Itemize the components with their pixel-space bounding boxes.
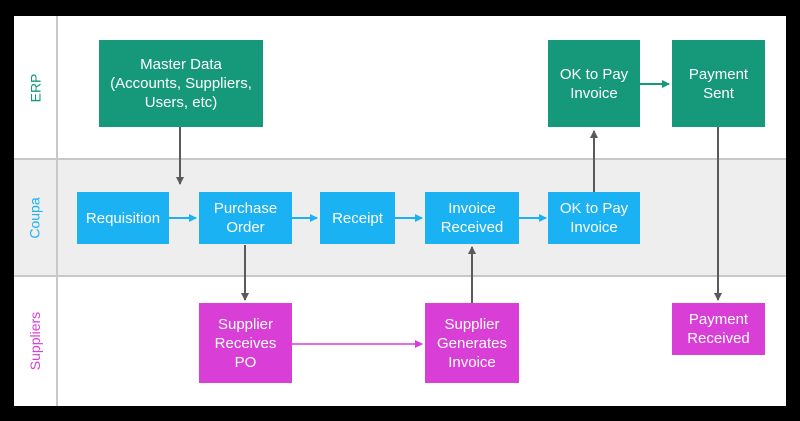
- node-payment-received: Payment Received: [672, 303, 765, 355]
- lane-divider: [14, 158, 786, 160]
- lane-suppliers: [14, 276, 786, 406]
- node-ok-to-pay-invoice-coupa: OK to Pay Invoice: [548, 192, 640, 244]
- node-supplier-receives-po: Supplier Receives PO: [199, 303, 292, 383]
- node-purchase-order: Purchase Order: [199, 192, 292, 244]
- node-receipt: Receipt: [320, 192, 395, 244]
- label-column-divider: [56, 16, 58, 406]
- node-supplier-generates-invoice: Supplier Generates Invoice: [425, 303, 519, 383]
- node-master-data: Master Data (Accounts, Suppliers, Users,…: [99, 40, 263, 127]
- node-ok-to-pay-invoice-erp: OK to Pay Invoice: [548, 40, 640, 127]
- swimlane-frame: ERP Coupa Suppliers: [14, 16, 786, 406]
- node-payment-sent: Payment Sent: [672, 40, 765, 127]
- node-requisition: Requisition: [77, 192, 169, 244]
- node-invoice-received: Invoice Received: [425, 192, 519, 244]
- lane-divider: [14, 275, 786, 277]
